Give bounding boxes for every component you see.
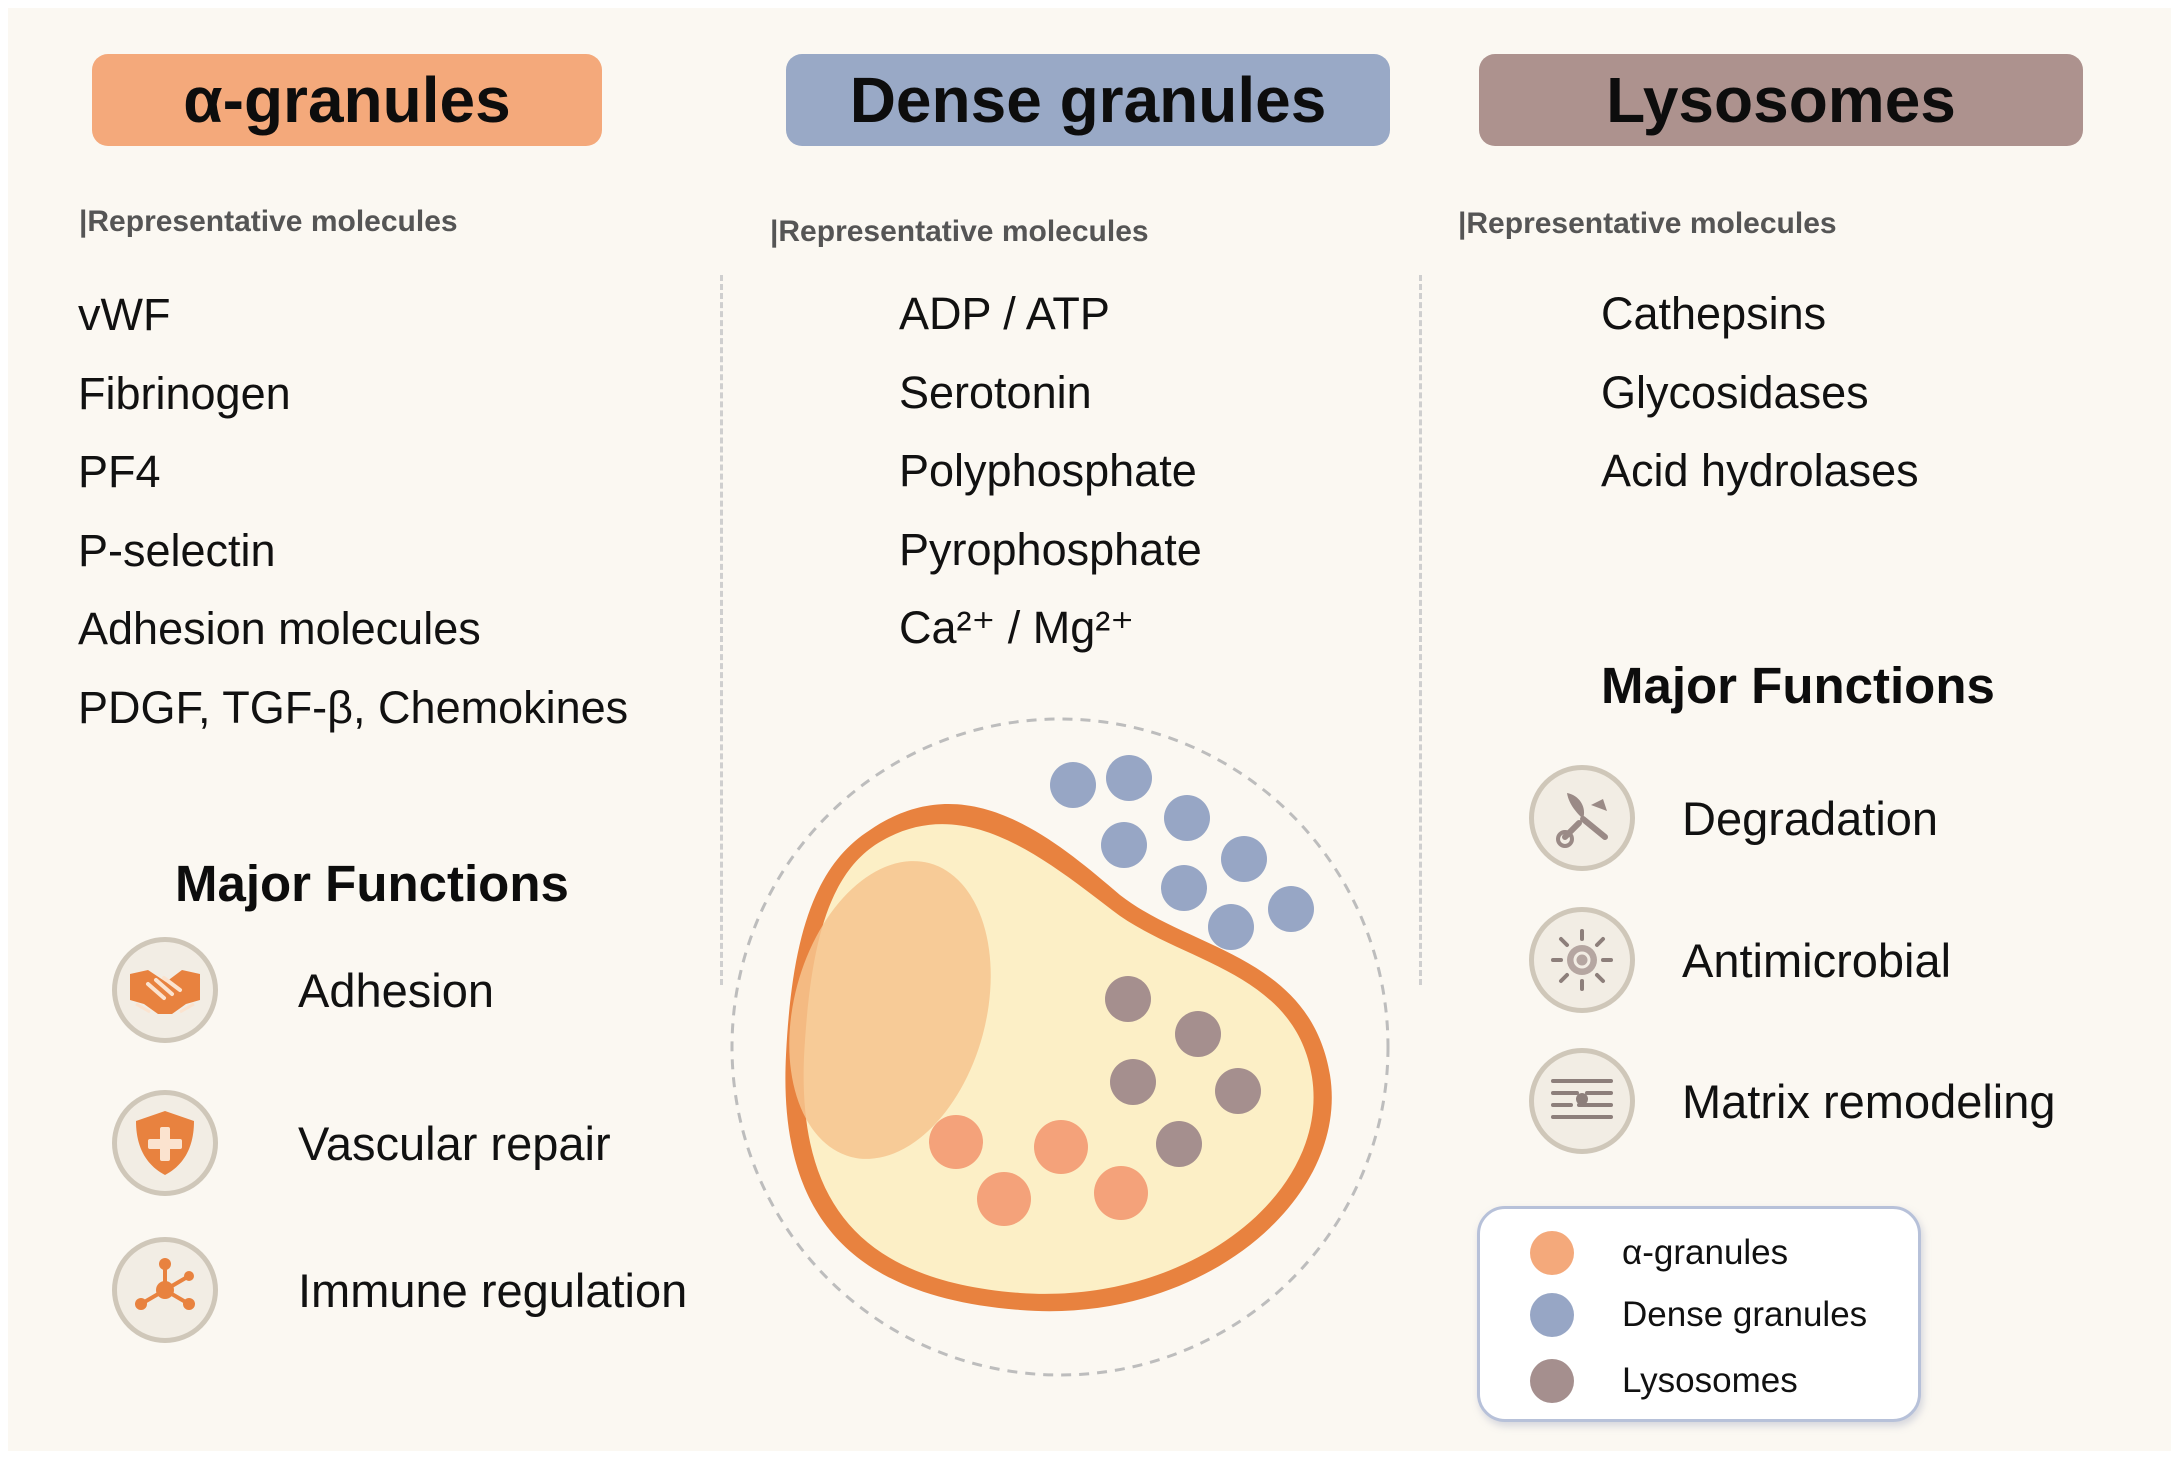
- shield-cross-icon: [112, 1090, 218, 1196]
- legend-item: α-granules: [1530, 1231, 1788, 1275]
- molecule-item: Pyrophosphate: [899, 523, 1202, 575]
- alpha-molecule-list: vWF Fibrinogen PF4 P-selectin Adhesion m…: [78, 276, 628, 747]
- function-label: Degradation: [1682, 791, 1939, 845]
- alpha-granules-title: α-granules: [183, 64, 511, 136]
- lysosomes-molecule-list: Cathepsins Glycosidases Acid hydrolases: [1601, 275, 1919, 511]
- molecule-item: ADP / ATP: [899, 288, 1110, 339]
- dense-granule: [1106, 755, 1152, 801]
- legend-swatch: [1530, 1359, 1574, 1403]
- legend-item: Lysosomes: [1530, 1359, 1798, 1403]
- molecule-item: PDGF, TGF-β, Chemokines: [78, 681, 629, 733]
- function-label: Matrix remodeling: [1682, 1074, 2056, 1128]
- legend-swatch: [1530, 1231, 1574, 1275]
- molecule-item: Acid hydrolases: [1601, 445, 1919, 496]
- molecule-item: Fibrinogen: [78, 367, 291, 419]
- dense-rep-label: |Representative molecules: [770, 215, 1149, 248]
- function-label: Antimicrobial: [1682, 933, 1952, 987]
- function-adhesion: Adhesion: [112, 937, 494, 1043]
- molecule-item: Ca²⁺ / Mg²⁺: [899, 602, 1135, 653]
- lysosome-granule: [1215, 1068, 1261, 1114]
- dense-granule: [1101, 822, 1147, 868]
- column-divider: [1419, 275, 1422, 985]
- function-label: Adhesion: [298, 963, 494, 1017]
- alpha-granule: [977, 1172, 1031, 1226]
- lysosome-granule: [1110, 1059, 1156, 1105]
- platelet-illustration: [730, 717, 1390, 1377]
- molecule-item: PF4: [78, 446, 161, 497]
- cell-boundary-circle: [730, 717, 1390, 1377]
- function-antimicrobial: Antimicrobial: [1529, 907, 1951, 1013]
- matrix-fibers-icon: [1529, 1048, 1635, 1154]
- alpha-major-functions-title: Major Functions: [175, 855, 569, 912]
- molecule-item: Serotonin: [899, 366, 1092, 418]
- molecule-item: Glycosidases: [1601, 366, 1869, 418]
- microbe-icon: [1529, 907, 1635, 1013]
- legend-swatch: [1530, 1293, 1574, 1337]
- alpha-granule: [1094, 1166, 1148, 1220]
- legend-item: Dense granules: [1530, 1293, 1867, 1337]
- molecule-item: Polyphosphate: [899, 445, 1197, 496]
- function-matrix-remodeling: Matrix remodeling: [1529, 1048, 2056, 1154]
- column-divider: [720, 275, 723, 985]
- legend-label: Lysosomes: [1622, 1361, 1798, 1400]
- scissors-enzyme-icon: [1529, 765, 1635, 871]
- lysosomes-title: Lysosomes: [1606, 64, 1956, 136]
- lysosomes-header: Lysosomes: [1479, 54, 2083, 146]
- legend: α-granules Dense granules Lysosomes: [1477, 1206, 1921, 1422]
- dense-granule: [1164, 795, 1210, 841]
- molecule-item: P-selectin: [78, 524, 276, 576]
- molecule-item: vWF: [78, 289, 171, 340]
- dense-molecule-list: ADP / ATP Serotonin Polyphosphate Pyroph…: [899, 275, 1202, 668]
- dense-granules-header: Dense granules: [786, 54, 1390, 146]
- lysosome-granule: [1175, 1011, 1221, 1057]
- dense-granule: [1161, 865, 1207, 911]
- network-nodes-icon: [112, 1237, 218, 1343]
- function-label: Vascular repair: [298, 1116, 611, 1170]
- function-vascular-repair: Vascular repair: [112, 1090, 611, 1196]
- function-immune-regulation: Immune regulation: [112, 1237, 687, 1343]
- alpha-rep-label: |Representative molecules: [79, 205, 458, 238]
- handshake-icon: [112, 937, 218, 1043]
- legend-label: α-granules: [1622, 1233, 1789, 1272]
- molecule-item: Adhesion molecules: [78, 603, 481, 654]
- lysosomes-rep-label: |Representative molecules: [1458, 207, 1837, 240]
- dense-granule: [1050, 762, 1096, 808]
- dense-granule: [1208, 904, 1254, 950]
- function-label: Immune regulation: [298, 1263, 688, 1317]
- dense-granules-title: Dense granules: [849, 64, 1327, 136]
- lysosome-granule: [1105, 976, 1151, 1022]
- alpha-granule: [1034, 1120, 1088, 1174]
- lysosomes-major-functions-title: Major Functions: [1601, 657, 1995, 714]
- lysosome-granule: [1156, 1121, 1202, 1167]
- alpha-granules-header: α-granules: [92, 54, 602, 146]
- nucleus-region: [789, 861, 991, 1159]
- dense-granule: [1268, 886, 1314, 932]
- legend-label: Dense granules: [1622, 1295, 1868, 1334]
- alpha-granule: [929, 1115, 983, 1169]
- function-degradation: Degradation: [1529, 765, 1938, 871]
- dense-granule: [1221, 836, 1267, 882]
- molecule-item: Cathepsins: [1601, 288, 1827, 339]
